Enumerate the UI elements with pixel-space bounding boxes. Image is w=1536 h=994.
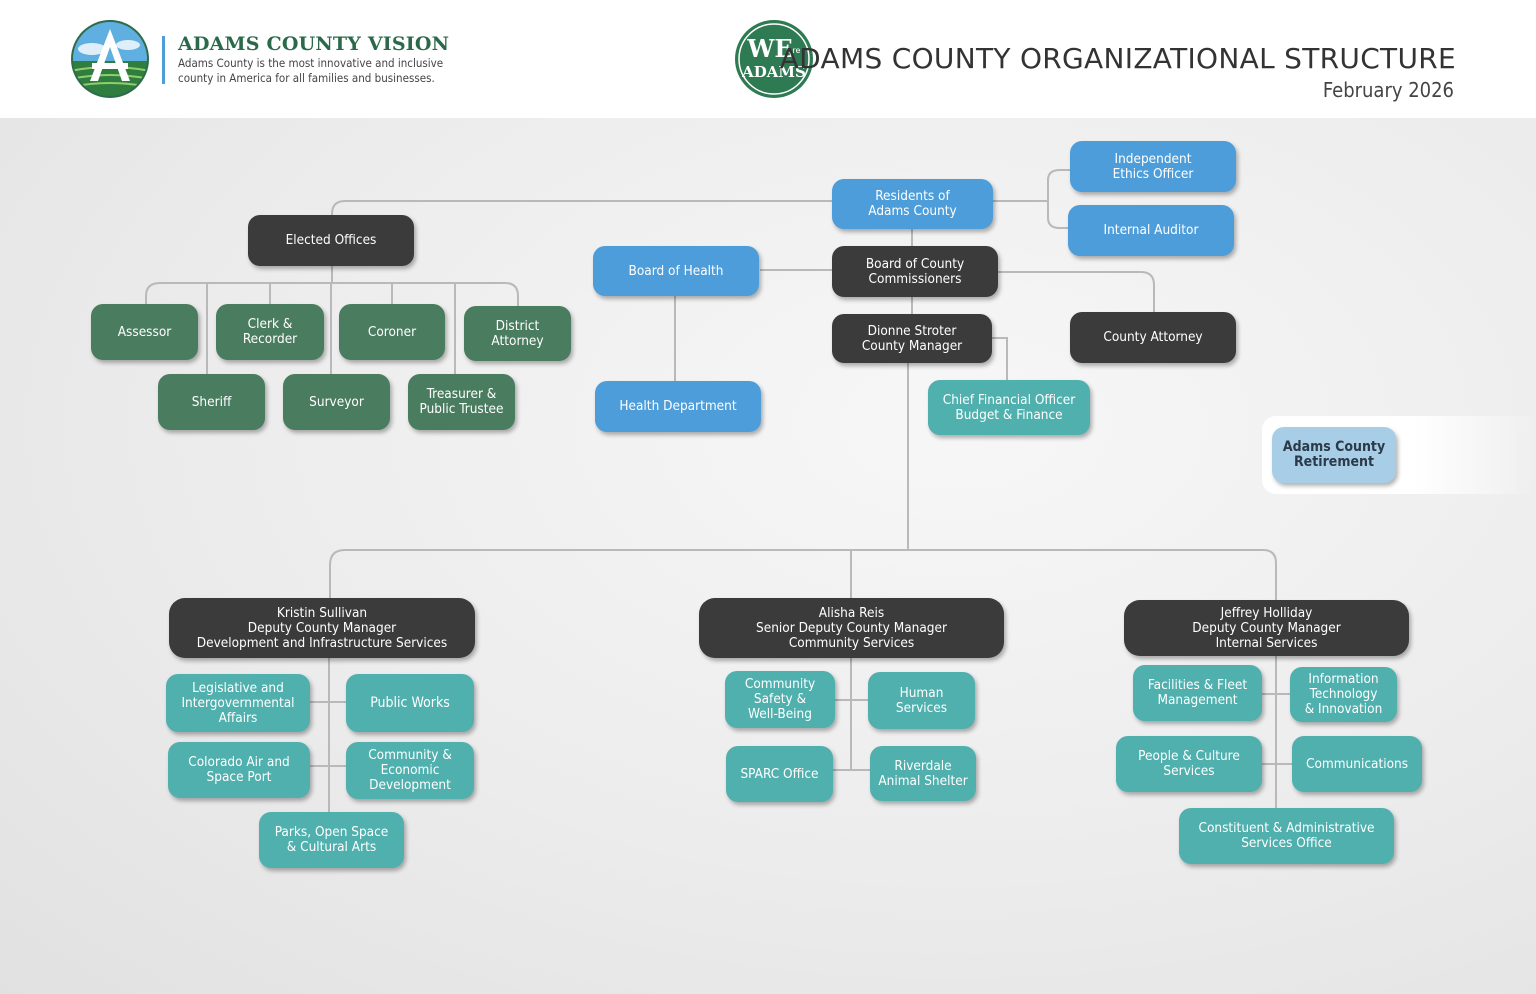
district-attorney-box[interactable]: District Attorney [464, 306, 571, 361]
county-attorney-box[interactable]: County Attorney [1070, 312, 1236, 363]
legislative-affairs-box[interactable]: Legislative and Intergovernmental Affair… [166, 674, 310, 732]
community-services-head-box[interactable]: Alisha Reis Senior Deputy County Manager… [699, 598, 1004, 658]
human-services-box[interactable]: Human Services [868, 672, 975, 729]
line-elected-bus [145, 266, 519, 374]
sparc-office-box[interactable]: SPARC Office [726, 746, 833, 802]
retirement-box[interactable]: Adams County Retirement [1272, 427, 1396, 483]
svg-text:ADAMS: ADAMS [741, 63, 806, 81]
page-title: ADAMS COUNTY ORGANIZATIONAL STRUCTURE [779, 42, 1456, 75]
line-residents-elected [331, 200, 832, 216]
communications-box[interactable]: Communications [1292, 736, 1422, 792]
constituent-services-box[interactable]: Constituent & Administrative Services Of… [1179, 808, 1394, 864]
ethics-officer-box[interactable]: Independent Ethics Officer [1070, 141, 1236, 192]
page-header: ADAMS COUNTY VISION Adams County is the … [0, 0, 1536, 118]
adams-county-logo-icon [71, 20, 149, 98]
line-internal-tree [1262, 656, 1292, 808]
dev-services-head-box[interactable]: Kristin Sullivan Deputy County Manager D… [169, 598, 475, 658]
line-community-tree [833, 658, 870, 771]
parks-open-space-box[interactable]: Parks, Open Space & Cultural Arts [259, 812, 404, 868]
we-are-adams-seal-icon: WE are ADAMS [735, 20, 813, 98]
facilities-fleet-box[interactable]: Facilities & Fleet Management [1133, 665, 1262, 721]
svg-text:WE: WE [746, 34, 792, 63]
header-divider [162, 36, 165, 84]
air-space-port-box[interactable]: Colorado Air and Space Port [168, 742, 310, 798]
internal-auditor-box[interactable]: Internal Auditor [1068, 205, 1234, 256]
treasurer-box[interactable]: Treasurer & Public Trustee [408, 374, 515, 430]
internal-services-head-box[interactable]: Jeffrey Holliday Deputy County Manager I… [1124, 600, 1409, 656]
health-department-box[interactable]: Health Department [595, 381, 761, 432]
public-works-box[interactable]: Public Works [346, 674, 474, 732]
vision-subtitle: Adams County is the most innovative and … [178, 56, 444, 85]
information-technology-box[interactable]: Information Technology & Innovation [1290, 667, 1397, 722]
line-bocc-attorney [998, 271, 1155, 312]
cfo-box[interactable]: Chief Financial Officer Budget & Finance [928, 380, 1090, 435]
line-residents-oversight [993, 169, 1070, 229]
line-dev-tree [310, 658, 346, 812]
elected-offices-box[interactable]: Elected Offices [248, 215, 414, 266]
clerk-recorder-box[interactable]: Clerk & Recorder [216, 304, 324, 360]
page-date: February 2026 [1322, 78, 1454, 102]
surveyor-box[interactable]: Surveyor [283, 374, 390, 430]
board-of-health-box[interactable]: Board of Health [593, 246, 759, 296]
economic-development-box[interactable]: Community & Economic Development [346, 742, 474, 799]
community-safety-box[interactable]: Community Safety & Well-Being [725, 671, 835, 728]
line-deputies-bus [329, 549, 1277, 600]
coroner-box[interactable]: Coroner [339, 304, 445, 360]
line-manager-cfo [992, 337, 1008, 380]
animal-shelter-box[interactable]: Riverdale Animal Shelter [870, 746, 976, 801]
people-culture-box[interactable]: People & Culture Services [1116, 736, 1262, 792]
bocc-box[interactable]: Board of County Commissioners [832, 246, 998, 297]
assessor-box[interactable]: Assessor [91, 304, 198, 360]
sheriff-box[interactable]: Sheriff [158, 374, 265, 430]
svg-text:are: are [788, 46, 801, 55]
county-manager-box[interactable]: Dionne Stroter County Manager [832, 314, 992, 363]
vision-title: ADAMS COUNTY VISION [178, 33, 450, 55]
residents-box[interactable]: Residents of Adams County [832, 179, 993, 229]
